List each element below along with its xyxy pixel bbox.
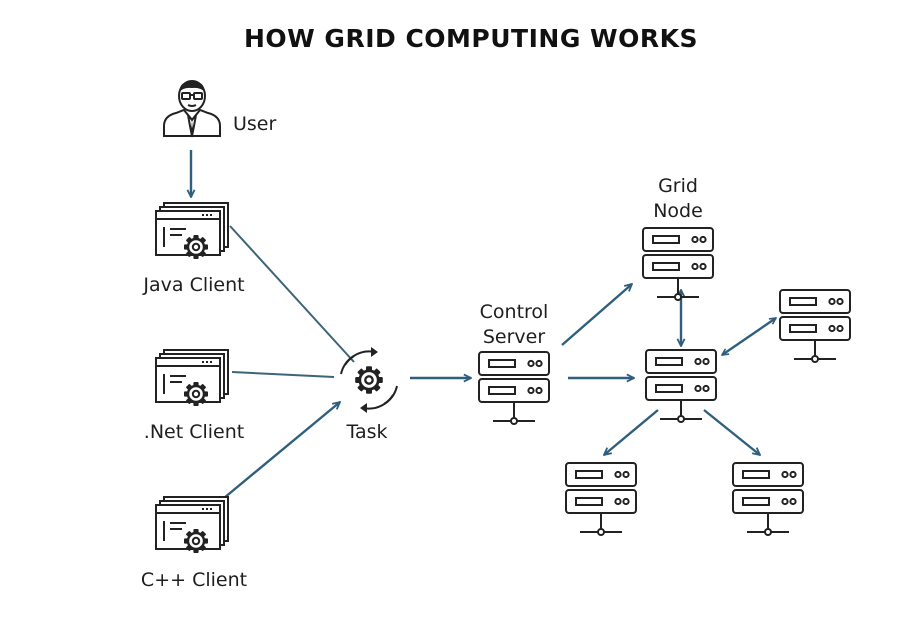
grid-node-label-line2: Node <box>653 200 703 222</box>
arrow-cpp-to-task <box>223 402 340 499</box>
arrow-control-to-grid-node <box>561 284 632 346</box>
bottom-right-server-icon <box>732 462 804 536</box>
net-client-label: .Net Client <box>144 421 244 443</box>
task-gear-cycle-icon <box>340 347 398 413</box>
edge-net-to-task <box>231 371 335 378</box>
right-server-icon <box>779 289 851 363</box>
grid-node-label-line1: Grid <box>658 175 698 197</box>
java-client-icon <box>156 203 228 259</box>
control-server-label-line1: Control <box>480 301 549 323</box>
cpp-client-label: C++ Client <box>141 569 247 591</box>
bottom-left-server-icon <box>565 462 637 536</box>
arrow-hub-to-bottom-left-server <box>604 409 659 455</box>
arrow-hub-right-server-bidirectional <box>722 318 776 355</box>
arrow-hub-to-bottom-right-server <box>703 409 760 455</box>
java-client-label: Java Client <box>142 274 244 296</box>
user-icon <box>163 80 221 138</box>
net-client-icon <box>156 350 228 406</box>
control-server-label-line2: Server <box>483 326 545 348</box>
grid-node-server-icon <box>642 227 714 301</box>
control-server-icon <box>478 351 550 425</box>
page-title: HOW GRID COMPUTING WORKS <box>244 24 698 53</box>
user-label: User <box>233 113 276 135</box>
task-label: Task <box>345 421 387 443</box>
cpp-client-icon <box>156 497 228 553</box>
edge-java-to-task <box>229 225 355 363</box>
